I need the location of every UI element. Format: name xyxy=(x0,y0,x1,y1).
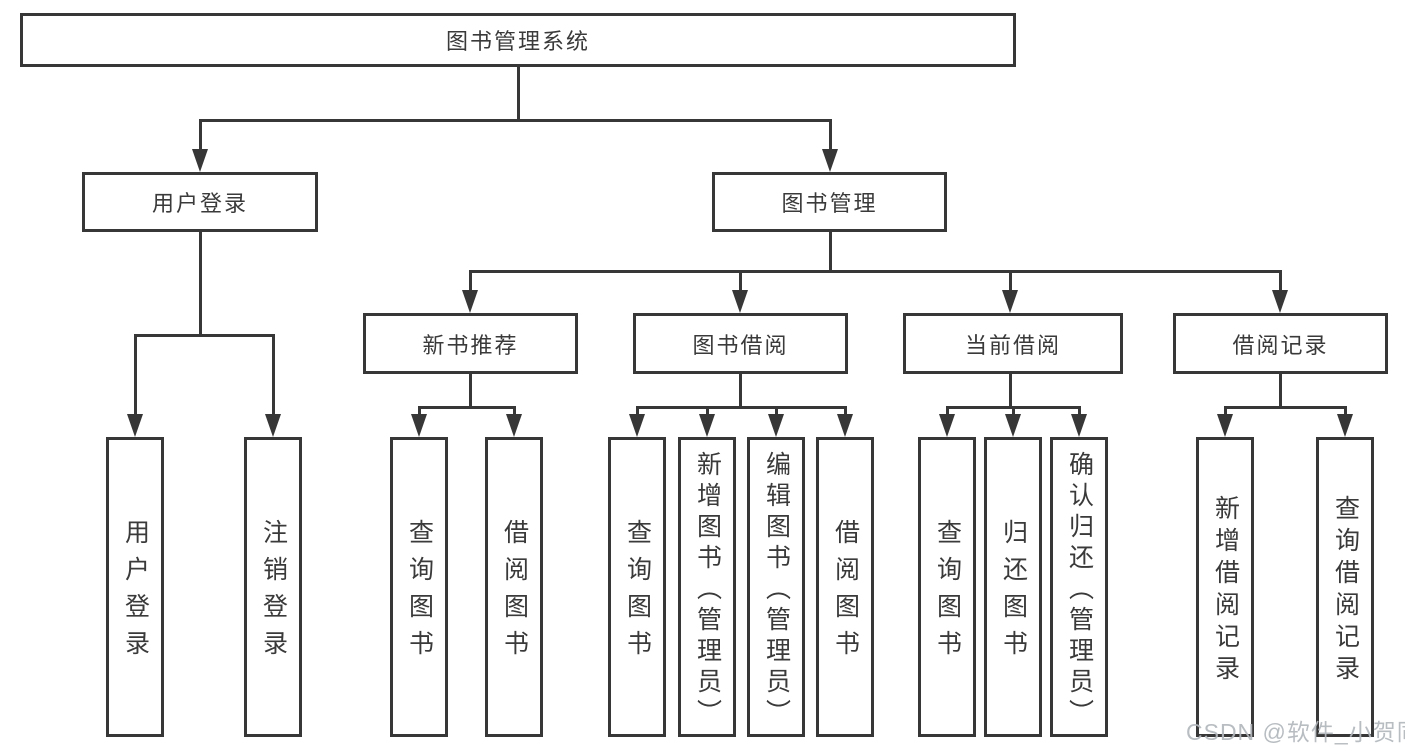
leaf-user-login: 用户登录 xyxy=(106,437,164,737)
arrow-down-icon xyxy=(1002,290,1018,313)
arrow-down-icon xyxy=(127,414,143,437)
leaf-label: 用户登录 xyxy=(121,519,150,667)
node-user-login: 用户登录 xyxy=(82,172,318,232)
connector-line xyxy=(417,405,516,409)
arrow-down-icon xyxy=(732,290,748,313)
connector-line xyxy=(635,405,847,409)
leaf-label: 新增借阅记录 xyxy=(1211,494,1240,687)
leaf-query-books-1: 查询图书 xyxy=(390,437,448,737)
connector-line xyxy=(1278,271,1282,292)
connector-line xyxy=(828,120,832,152)
connector-line xyxy=(516,67,520,121)
leaf-label: 确认归还（管理员） xyxy=(1065,450,1094,730)
node-label: 当前借阅 xyxy=(964,332,1061,358)
connector-line xyxy=(774,407,778,419)
connector-line xyxy=(198,232,202,337)
node-book-borrow: 图书借阅 xyxy=(633,313,848,374)
node-root: 图书管理系统 xyxy=(20,13,1016,67)
leaf-label: 借阅图书 xyxy=(831,519,860,667)
connector-line xyxy=(271,335,275,417)
connector-line xyxy=(843,407,847,419)
arrow-down-icon xyxy=(699,414,715,437)
connector-line xyxy=(1278,374,1282,409)
node-label: 图书借阅 xyxy=(692,332,789,358)
leaf-query-books-3: 查询图书 xyxy=(918,437,976,737)
leaf-label: 查询图书 xyxy=(405,519,434,667)
leaf-add-borrow-record: 新增借阅记录 xyxy=(1196,437,1254,737)
connector-line xyxy=(133,335,137,417)
node-book-management: 图书管理 xyxy=(712,172,947,232)
leaf-add-books-admin: 新增图书（管理员） xyxy=(678,437,736,737)
arrow-down-icon xyxy=(506,414,522,437)
leaf-label: 编辑图书（管理员） xyxy=(762,450,791,730)
connector-line xyxy=(1343,407,1347,419)
arrow-down-icon xyxy=(1217,414,1233,437)
connector-line xyxy=(1008,271,1012,292)
connector-line xyxy=(1223,407,1227,419)
connector-line xyxy=(468,374,472,409)
connector-line xyxy=(1011,407,1015,419)
connector-line xyxy=(198,118,832,122)
leaf-edit-books-admin: 编辑图书（管理员） xyxy=(747,437,805,737)
connector-line xyxy=(468,271,472,292)
leaf-borrow-books-1: 借阅图书 xyxy=(485,437,543,737)
leaf-label: 查询借阅记录 xyxy=(1331,494,1360,687)
arrow-down-icon xyxy=(1005,414,1021,437)
leaf-label: 新增图书（管理员） xyxy=(693,450,722,730)
node-root-label: 图书管理系统 xyxy=(445,29,590,54)
connector-line xyxy=(133,333,275,337)
node-label: 图书管理 xyxy=(781,191,878,216)
arrow-down-icon xyxy=(411,414,427,437)
arrow-down-icon xyxy=(1337,414,1353,437)
connector-line xyxy=(512,407,516,419)
connector-line xyxy=(945,407,949,419)
leaf-label: 查询图书 xyxy=(623,519,652,667)
arrow-down-icon xyxy=(768,414,784,437)
leaf-label: 查询图书 xyxy=(933,519,962,667)
node-label: 新书推荐 xyxy=(422,332,519,358)
arrow-down-icon xyxy=(939,414,955,437)
arrow-down-icon xyxy=(1272,290,1288,313)
csdn-watermark: CSDN @软件_小贺同学 xyxy=(1186,719,1405,745)
leaf-label: 借阅图书 xyxy=(500,519,529,667)
leaf-borrow-books-2: 借阅图书 xyxy=(816,437,874,737)
connector-line xyxy=(738,374,742,409)
connector-line xyxy=(1223,405,1347,409)
node-label: 用户登录 xyxy=(151,191,248,216)
arrow-down-icon xyxy=(837,414,853,437)
connector-line xyxy=(705,407,709,419)
arrow-down-icon xyxy=(192,149,208,172)
arrow-down-icon xyxy=(462,290,478,313)
leaf-label: 归还图书 xyxy=(999,519,1028,667)
leaf-confirm-return-admin: 确认归还（管理员） xyxy=(1050,437,1108,737)
node-new-book-recommend: 新书推荐 xyxy=(363,313,578,374)
arrow-down-icon xyxy=(822,149,838,172)
leaf-logout: 注销登录 xyxy=(244,437,302,737)
connector-line xyxy=(1008,374,1012,409)
leaf-return-books: 归还图书 xyxy=(984,437,1042,737)
node-borrow-records: 借阅记录 xyxy=(1173,313,1388,374)
node-label: 借阅记录 xyxy=(1232,332,1329,358)
connector-line xyxy=(635,407,639,419)
leaf-label: 注销登录 xyxy=(259,519,288,667)
connector-line xyxy=(198,120,202,152)
arrow-down-icon xyxy=(265,414,281,437)
node-current-borrow: 当前借阅 xyxy=(903,313,1123,374)
connector-line xyxy=(828,232,832,273)
arrow-down-icon xyxy=(1071,414,1087,437)
leaf-query-borrow-record: 查询借阅记录 xyxy=(1316,437,1374,737)
connector-line xyxy=(738,271,742,292)
leaf-query-books-2: 查询图书 xyxy=(608,437,666,737)
connector-line xyxy=(468,269,1282,273)
connector-line xyxy=(417,407,421,419)
arrow-down-icon xyxy=(629,414,645,437)
connector-line xyxy=(1077,407,1081,419)
